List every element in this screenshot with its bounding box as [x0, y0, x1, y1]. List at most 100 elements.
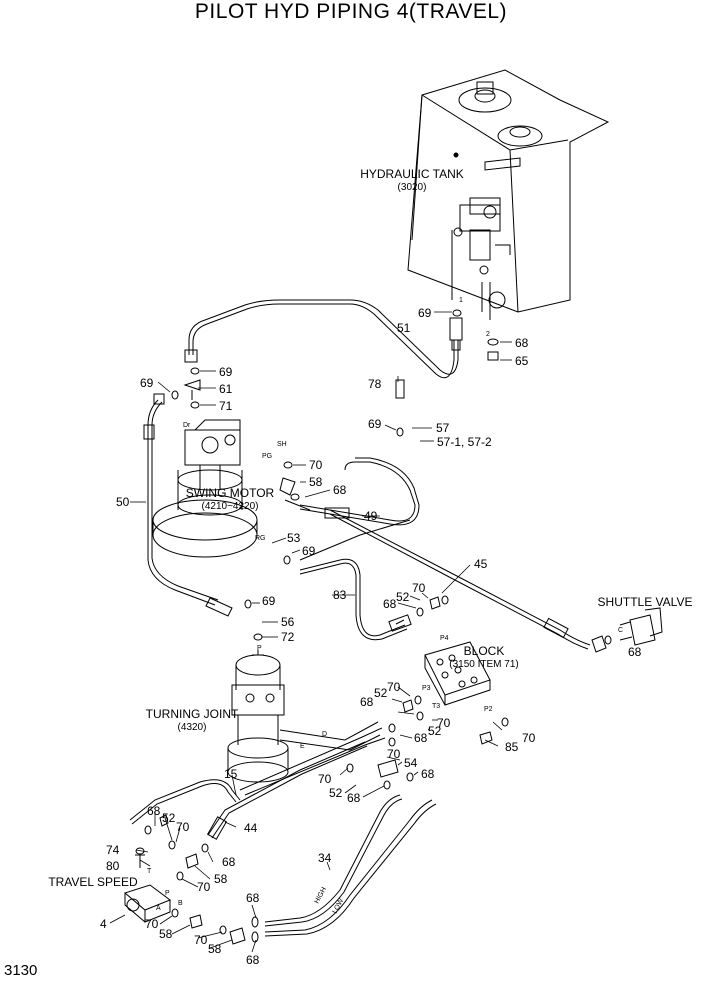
callout-label: 78 — [368, 377, 382, 391]
callout-label: 68 — [360, 695, 374, 709]
callout-label: 83 — [333, 588, 347, 602]
callout-label: 68 — [246, 891, 260, 905]
port-label: T — [147, 868, 152, 875]
port-label: D — [322, 731, 327, 738]
callout-label: 70 — [412, 581, 426, 595]
port-label: P — [257, 645, 262, 652]
shuttle-valve — [619, 607, 663, 646]
port-label: 2 — [486, 331, 490, 338]
port-label: SH — [277, 441, 287, 448]
block-label: BLOCK — [464, 644, 505, 658]
callout-label: 50 — [116, 495, 130, 509]
callout-label: 68 — [515, 336, 529, 350]
callout-label: 58 — [214, 872, 228, 886]
callout-label: 70 — [437, 716, 451, 730]
callout-label: 68 — [383, 597, 397, 611]
callout-label: 53 — [287, 531, 301, 545]
callout-label: 58 — [208, 942, 222, 956]
callout-label: 68 — [222, 855, 236, 869]
callout-label: 68 — [347, 791, 361, 805]
travel-speed-valve — [123, 854, 172, 923]
port-label: C — [618, 627, 623, 634]
callout-label: 65 — [515, 354, 529, 368]
callout-label: 4 — [100, 917, 107, 931]
port-label: RG — [255, 535, 266, 542]
port-label: A — [156, 905, 161, 912]
travel-speed-label: TRAVEL SPEED — [48, 875, 138, 889]
callout-label: 69 — [368, 417, 382, 431]
pipe-34 — [264, 794, 437, 937]
callout-label: 68 — [246, 953, 260, 967]
port-label: Dr — [183, 422, 191, 429]
page-title: PILOT HYD PIPING 4(TRAVEL) — [194, 0, 508, 23]
pipe-50 — [143, 393, 233, 617]
callouts: 69 51 68 65 69 69 61 71 78 69 57 57-1, 5… — [100, 306, 642, 967]
callout-label: 68 — [333, 483, 347, 497]
callout-label: 70 — [387, 747, 401, 761]
callout-label: 34 — [318, 851, 332, 865]
callout-label: 71 — [219, 399, 233, 413]
callout-label: 52 — [374, 686, 388, 700]
port-label: 1 — [459, 297, 463, 304]
callout-label: 70 — [176, 820, 190, 834]
leader-lines — [109, 311, 512, 953]
callout-label: 68 — [628, 645, 642, 659]
callout-label: 70 — [318, 772, 332, 786]
o-rings — [135, 309, 612, 945]
port-label: P4 — [440, 635, 449, 642]
callout-label: 58 — [309, 475, 323, 489]
callout-label: 69 — [262, 594, 276, 608]
callout-label: 52 — [329, 786, 343, 800]
callout-label: 70 — [309, 458, 323, 472]
callout-label: 51 — [397, 321, 411, 335]
callout-label: 70 — [387, 680, 401, 694]
turning-joint-code: (4320) — [178, 722, 207, 733]
callout-label: 57-1, 57-2 — [437, 435, 492, 449]
callout-label: 85 — [505, 740, 519, 754]
swing-motor-label: SWING MOTOR — [186, 486, 275, 500]
callout-label: 68 — [147, 804, 161, 818]
callout-label: 70 — [522, 731, 536, 745]
port-label: E — [300, 743, 305, 750]
callout-label: 58 — [159, 927, 173, 941]
pipe-83 — [299, 519, 412, 641]
port-label: P3 — [422, 685, 431, 692]
block-code: (3150 ITEM 71) — [449, 659, 518, 670]
callout-label: 44 — [244, 821, 258, 835]
callout-label: 69 — [418, 306, 432, 320]
callout-label: 45 — [474, 557, 488, 571]
hoses-d-e — [239, 721, 386, 796]
hydraulic-tank-label: HYDRAULIC TANK — [360, 167, 464, 181]
port-label: T3 — [432, 703, 440, 710]
callout-label: 68 — [414, 731, 428, 745]
callout-label: 49 — [364, 509, 378, 523]
callout-label: 70 — [145, 917, 159, 931]
callout-label: 69 — [302, 544, 316, 558]
callout-label: 72 — [281, 630, 295, 644]
port-label: PG — [262, 453, 272, 460]
shuttle-valve-label: SHUTTLE VALVE — [598, 595, 693, 609]
turning-joint-label: TURNING JOINT — [146, 707, 239, 721]
pipe-45 — [329, 509, 607, 653]
callout-label: 56 — [281, 615, 295, 629]
pipe-44 — [206, 741, 368, 840]
callout-label: 15 — [224, 767, 238, 781]
callout-label: 54 — [404, 756, 418, 770]
port-label: HIGH — [314, 886, 328, 905]
callout-label: 80 — [106, 859, 120, 873]
callout-label: 52 — [162, 811, 176, 825]
callout-label: 68 — [421, 767, 435, 781]
callout-label: 52 — [428, 724, 442, 738]
hydraulic-tank — [407, 69, 610, 320]
swing-motor-code: (4210~4220) — [202, 501, 259, 512]
callout-label: 57 — [436, 421, 450, 435]
callout-label: 61 — [219, 382, 233, 396]
swing-motor — [152, 419, 258, 558]
callout-label: 70 — [197, 880, 211, 894]
pipe-51 — [184, 299, 463, 379]
port-label: P — [165, 890, 170, 897]
port-label: B — [178, 900, 183, 907]
pipe-15 — [129, 779, 241, 825]
block — [424, 641, 491, 706]
hydraulic-tank-code: (3020) — [398, 182, 427, 193]
